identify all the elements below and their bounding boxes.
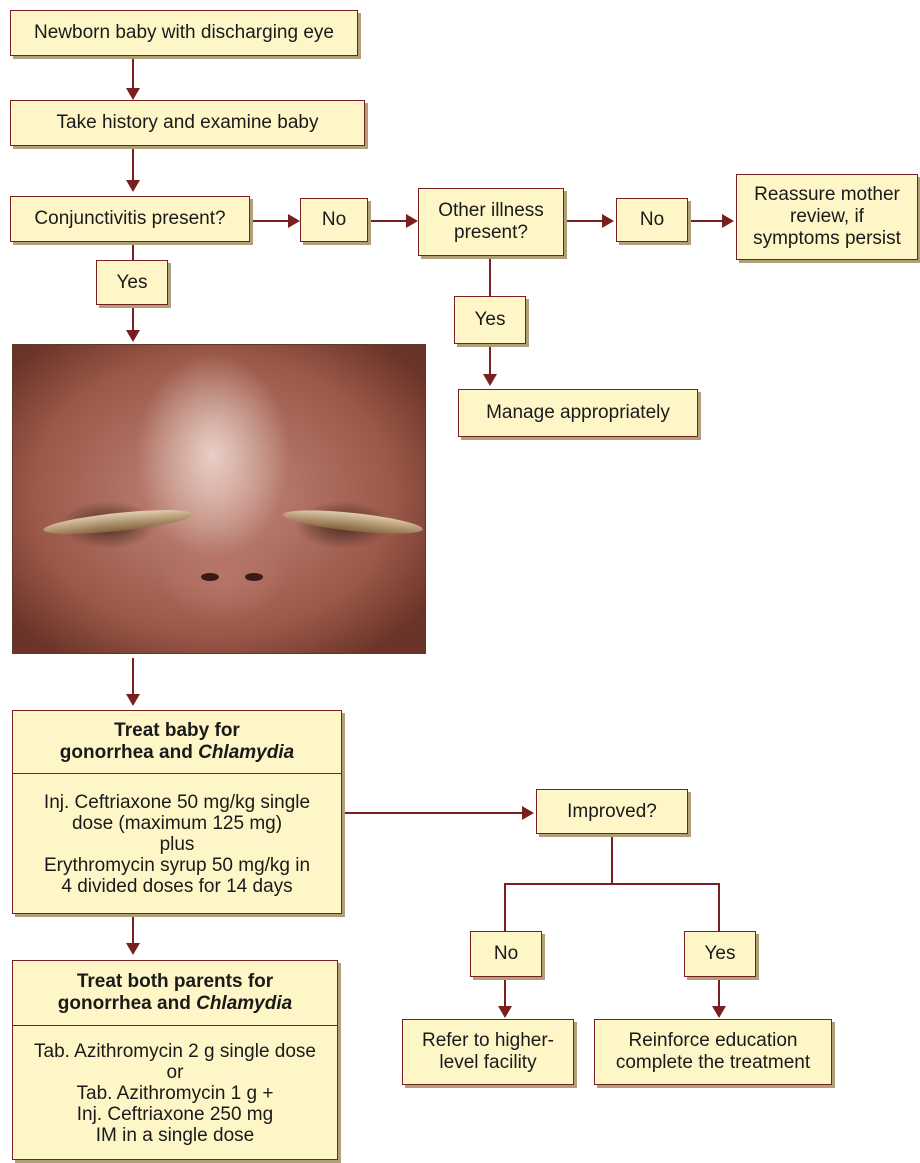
connector bbox=[132, 242, 134, 260]
treat-parents-line: Tab. Azithromycin 1 g + bbox=[77, 1083, 274, 1104]
connector bbox=[504, 883, 720, 885]
start-box: Newborn baby with discharging eye bbox=[10, 10, 358, 56]
conjunctivitis-box: Conjunctivitis present? bbox=[10, 196, 250, 242]
connector bbox=[504, 883, 506, 931]
reinforce-line: Reinforce education bbox=[629, 1030, 798, 1052]
connector bbox=[342, 812, 524, 814]
chlamydia-text: Chlamydia bbox=[196, 993, 292, 1014]
reassure-box: Reassure mother review, if symptoms pers… bbox=[736, 174, 918, 260]
connector bbox=[132, 658, 134, 694]
treat-parents-heading: Treat both parents for gonorrhea and Chl… bbox=[13, 961, 337, 1026]
treat-parents-line: Inj. Ceftriaxone 250 mg bbox=[77, 1104, 273, 1125]
treat-baby-heading: Treat baby for gonorrhea and Chlamydia bbox=[13, 711, 341, 774]
refer-box: Refer to higher- level facility bbox=[402, 1019, 574, 1085]
no-label-2: No bbox=[616, 198, 688, 242]
treat-baby-line: Erythromycin syrup 50 mg/kg in bbox=[44, 855, 310, 876]
treat-parents-heading-line: gonorrhea and Chlamydia bbox=[58, 993, 292, 1015]
nostril bbox=[245, 573, 263, 581]
treat-baby-heading-text: gonorrhea and bbox=[60, 742, 198, 763]
no-label-3: No bbox=[470, 931, 542, 977]
start-text: Newborn baby with discharging eye bbox=[34, 22, 334, 44]
treat-baby-line: Inj. Ceftriaxone 50 mg/kg single bbox=[44, 792, 310, 813]
no-text: No bbox=[640, 209, 664, 231]
connector bbox=[611, 834, 613, 884]
improved-box: Improved? bbox=[536, 789, 688, 834]
arrowhead bbox=[602, 214, 614, 228]
connector bbox=[132, 914, 134, 944]
arrowhead bbox=[712, 1006, 726, 1018]
no-label-1: No bbox=[300, 198, 368, 242]
reassure-line: review, if bbox=[790, 206, 864, 228]
treat-parents-body: Tab. Azithromycin 2 g single dose or Tab… bbox=[13, 1026, 337, 1161]
connector bbox=[489, 344, 491, 374]
refer-line: level facility bbox=[439, 1052, 536, 1074]
baby-eye-photo bbox=[12, 344, 426, 654]
yes-label-3: Yes bbox=[684, 931, 756, 977]
arrowhead bbox=[406, 214, 418, 228]
nostril bbox=[201, 573, 219, 581]
treat-baby-line: 4 divided doses for 14 days bbox=[61, 876, 292, 897]
connector bbox=[132, 56, 134, 90]
yes-text: Yes bbox=[475, 309, 506, 331]
arrowhead bbox=[483, 374, 497, 386]
connector bbox=[250, 220, 290, 222]
reassure-line: symptoms persist bbox=[753, 228, 901, 250]
treat-parents-line: Tab. Azithromycin 2 g single dose bbox=[34, 1041, 316, 1062]
treat-parents-line: or bbox=[167, 1062, 184, 1083]
treat-baby-heading-line: gonorrhea and Chlamydia bbox=[60, 742, 294, 764]
reinforce-line: complete the treatment bbox=[616, 1052, 810, 1074]
connector bbox=[504, 977, 506, 1007]
left-eye-discharge bbox=[42, 505, 193, 539]
treat-baby-heading-line: Treat baby for bbox=[114, 720, 240, 742]
treat-baby-box: Treat baby for gonorrhea and Chlamydia I… bbox=[12, 710, 342, 914]
treat-baby-body: Inj. Ceftriaxone 50 mg/kg single dose (m… bbox=[13, 774, 341, 915]
treat-parents-line: IM in a single dose bbox=[96, 1125, 254, 1146]
history-text: Take history and examine baby bbox=[57, 112, 319, 134]
reinforce-box: Reinforce education complete the treatme… bbox=[594, 1019, 832, 1085]
connector bbox=[564, 220, 604, 222]
other-illness-line: Other illness bbox=[438, 200, 544, 222]
treat-baby-line: plus bbox=[160, 834, 195, 855]
treat-baby-line: dose (maximum 125 mg) bbox=[72, 813, 282, 834]
improved-text: Improved? bbox=[567, 801, 657, 823]
connector bbox=[688, 220, 724, 222]
other-illness-box: Other illness present? bbox=[418, 188, 564, 256]
arrowhead bbox=[126, 943, 140, 955]
arrowhead bbox=[522, 806, 534, 820]
connector bbox=[489, 256, 491, 296]
arrowhead bbox=[126, 694, 140, 706]
connector bbox=[368, 220, 408, 222]
right-eye-discharge bbox=[282, 506, 423, 539]
yes-label-2: Yes bbox=[454, 296, 526, 344]
manage-text: Manage appropriately bbox=[486, 402, 670, 424]
reassure-line: Reassure mother bbox=[754, 184, 900, 206]
yes-label-1: Yes bbox=[96, 260, 168, 305]
treat-parents-box: Treat both parents for gonorrhea and Chl… bbox=[12, 960, 338, 1160]
refer-line: Refer to higher- bbox=[422, 1030, 554, 1052]
arrowhead bbox=[498, 1006, 512, 1018]
treat-parents-heading-text: gonorrhea and bbox=[58, 993, 196, 1014]
connector bbox=[132, 305, 134, 331]
no-text: No bbox=[322, 209, 346, 231]
treat-parents-heading-line: Treat both parents for bbox=[77, 971, 273, 993]
conjunctivitis-text: Conjunctivitis present? bbox=[34, 208, 225, 230]
arrowhead bbox=[126, 330, 140, 342]
connector bbox=[718, 977, 720, 1007]
arrowhead bbox=[126, 180, 140, 192]
no-text: No bbox=[494, 943, 518, 965]
arrowhead bbox=[288, 214, 300, 228]
manage-box: Manage appropriately bbox=[458, 389, 698, 437]
connector bbox=[718, 883, 720, 931]
yes-text: Yes bbox=[705, 943, 736, 965]
connector bbox=[132, 146, 134, 182]
arrowhead bbox=[722, 214, 734, 228]
history-box: Take history and examine baby bbox=[10, 100, 365, 146]
yes-text: Yes bbox=[117, 272, 148, 294]
chlamydia-text: Chlamydia bbox=[198, 742, 294, 763]
arrowhead bbox=[126, 88, 140, 100]
other-illness-line: present? bbox=[454, 222, 528, 244]
